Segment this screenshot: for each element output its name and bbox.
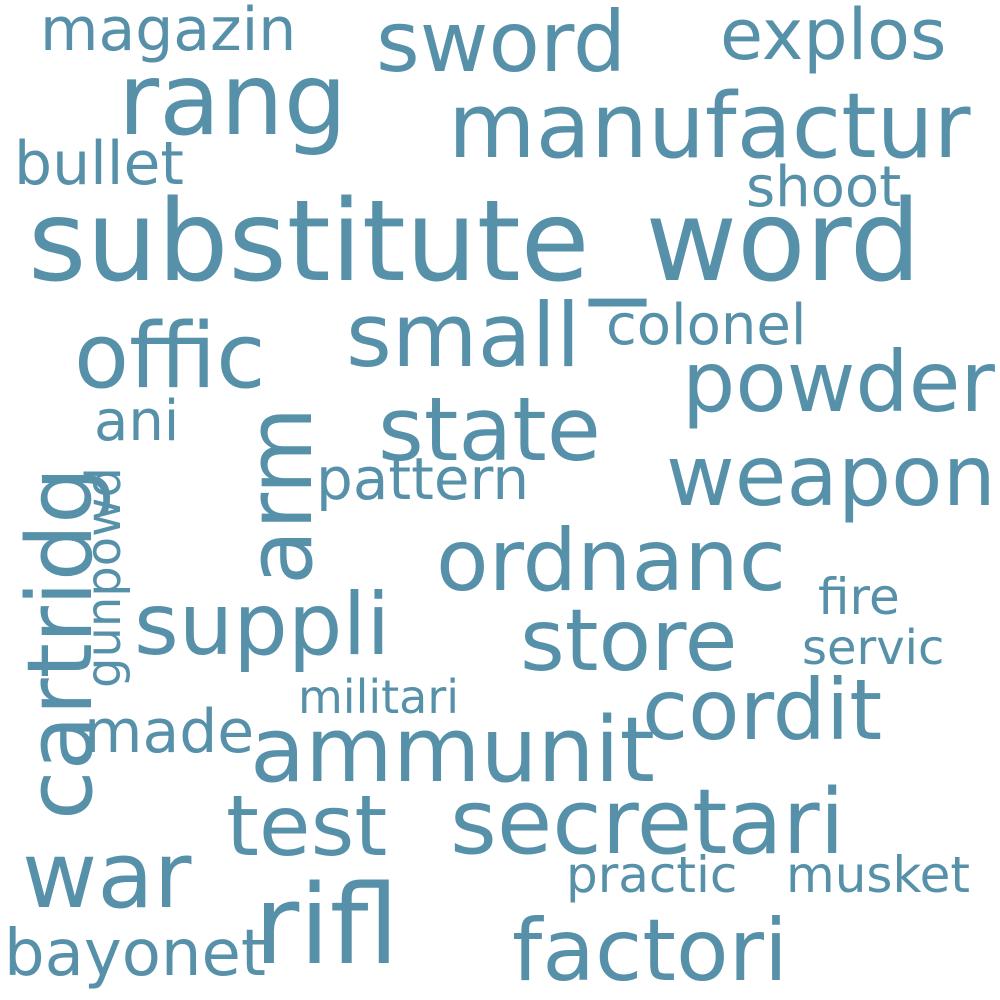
word-servic: servic bbox=[802, 620, 945, 676]
word-small: small bbox=[346, 284, 581, 387]
word-gunpowd: gunpowd bbox=[76, 467, 132, 688]
word-sword: sword bbox=[376, 0, 627, 91]
word-factori: factori bbox=[512, 901, 788, 1000]
word-weapon: weapon bbox=[666, 427, 996, 525]
word-ani: ani bbox=[94, 389, 180, 454]
word-colonel: colonel bbox=[606, 293, 807, 358]
word-ordnanc: ordnanc bbox=[436, 511, 787, 611]
word-militari: militari bbox=[298, 670, 460, 724]
word-magazin: magazin bbox=[40, 0, 297, 65]
word-made: made bbox=[84, 697, 255, 767]
word-store: store bbox=[520, 591, 738, 691]
word-state: state bbox=[378, 378, 601, 481]
word-war: war bbox=[22, 822, 192, 929]
word-cordit: cordit bbox=[642, 661, 883, 759]
word-bayonet: bayonet bbox=[4, 917, 266, 991]
word-suppli: suppli bbox=[134, 575, 391, 675]
word-shoot: shoot bbox=[746, 155, 902, 220]
word-rifl: rifl bbox=[254, 861, 400, 989]
word-secretari: secretari bbox=[450, 770, 845, 875]
word-rang: rang bbox=[118, 41, 348, 158]
word-arm: arm bbox=[228, 406, 333, 585]
word-powder: powder bbox=[682, 333, 995, 431]
word-fire: fire bbox=[818, 568, 900, 626]
word-test: test bbox=[226, 777, 388, 875]
word-pattern: pattern bbox=[316, 445, 530, 513]
word-explos: explos bbox=[720, 0, 947, 76]
word-bullet: bullet bbox=[14, 129, 184, 199]
word-substitute-word: substitute_word bbox=[28, 177, 921, 307]
word-offic: offic bbox=[74, 304, 266, 409]
word-practic: practic bbox=[566, 846, 738, 904]
word-ammunit: ammunit bbox=[250, 698, 655, 803]
word-manufactur: manufactur bbox=[448, 74, 971, 179]
word-musket: musket bbox=[786, 846, 970, 904]
